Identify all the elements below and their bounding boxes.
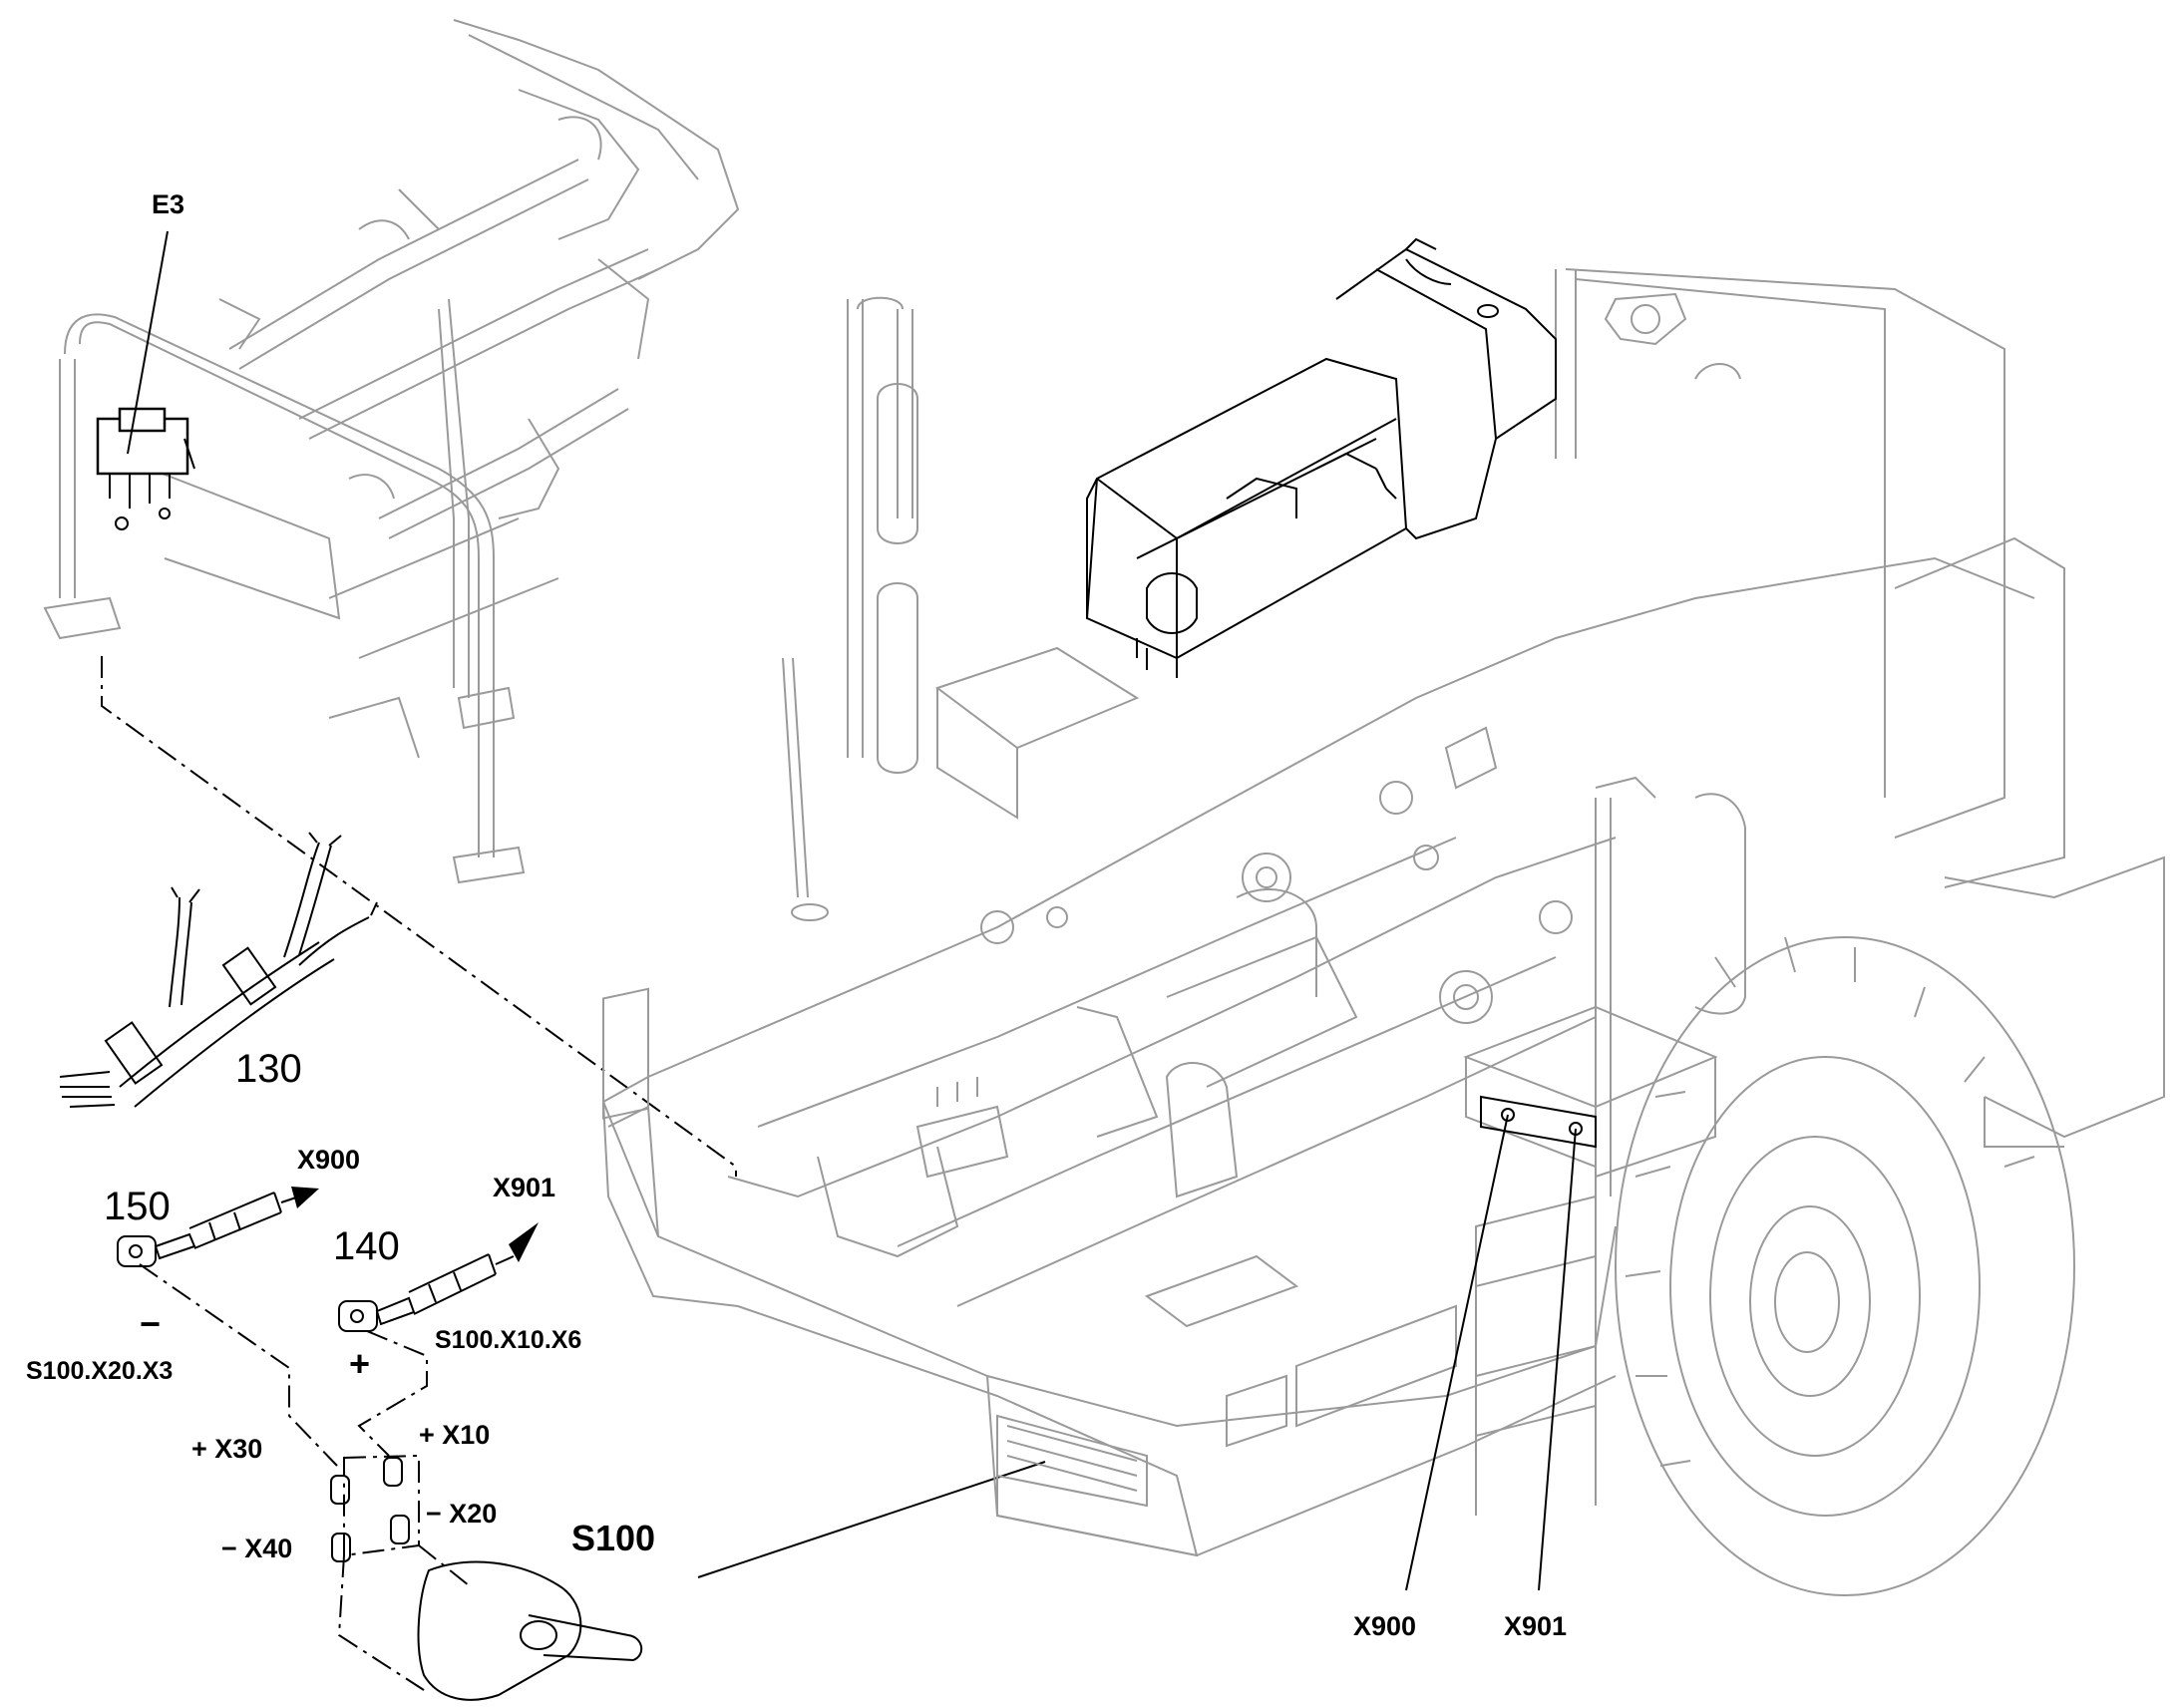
label-s100-x10-x6: S100.X10.X6: [435, 1326, 581, 1354]
label-x900-bottom: X900: [1353, 1611, 1416, 1641]
label-x901-arrow: X901: [493, 1173, 555, 1202]
label-150: 150: [104, 1185, 171, 1228]
x901-arrow: [495, 1255, 515, 1265]
s100-leader-line: [697, 1461, 1046, 1578]
label-130: 130: [235, 1047, 302, 1091]
fuel-tank-assembly: [1085, 237, 1557, 678]
label-s100: S100: [571, 1518, 655, 1558]
x900-arrow-head: [291, 1187, 319, 1208]
e3-dashdot-link: [101, 656, 737, 1177]
label-x901-bottom: X901: [1504, 1611, 1567, 1641]
label-minus-150: −: [140, 1303, 161, 1344]
wire-150-to-x30: [139, 1263, 338, 1467]
terminal-plate: [1480, 1095, 1597, 1149]
label-e3: E3: [152, 189, 184, 219]
cable-130: [59, 832, 378, 1108]
wire-140-to-x10: [357, 1330, 428, 1457]
label-plus-140: +: [349, 1343, 370, 1384]
cable-140: [338, 1253, 497, 1332]
machine-chassis: [602, 268, 2165, 1596]
label-x20: − X20: [426, 1499, 497, 1529]
cable-150: [117, 1192, 282, 1267]
label-x900-arrow: X900: [297, 1145, 360, 1175]
x900-leader-line: [1405, 1114, 1509, 1591]
x901-leader-line: [1538, 1128, 1577, 1591]
label-x30: + X30: [191, 1434, 262, 1464]
s100-switch: [330, 1454, 643, 1701]
label-x40: − X40: [221, 1534, 292, 1563]
x901-arrow-head: [509, 1222, 539, 1262]
rops-frame-assembly: [43, 19, 740, 884]
e3-component: [96, 407, 195, 530]
e3-leader-line: [127, 230, 169, 455]
label-x10: + X10: [419, 1420, 490, 1450]
label-s100-x20-x3: S100.X20.X3: [26, 1357, 173, 1385]
label-140: 140: [333, 1224, 400, 1268]
